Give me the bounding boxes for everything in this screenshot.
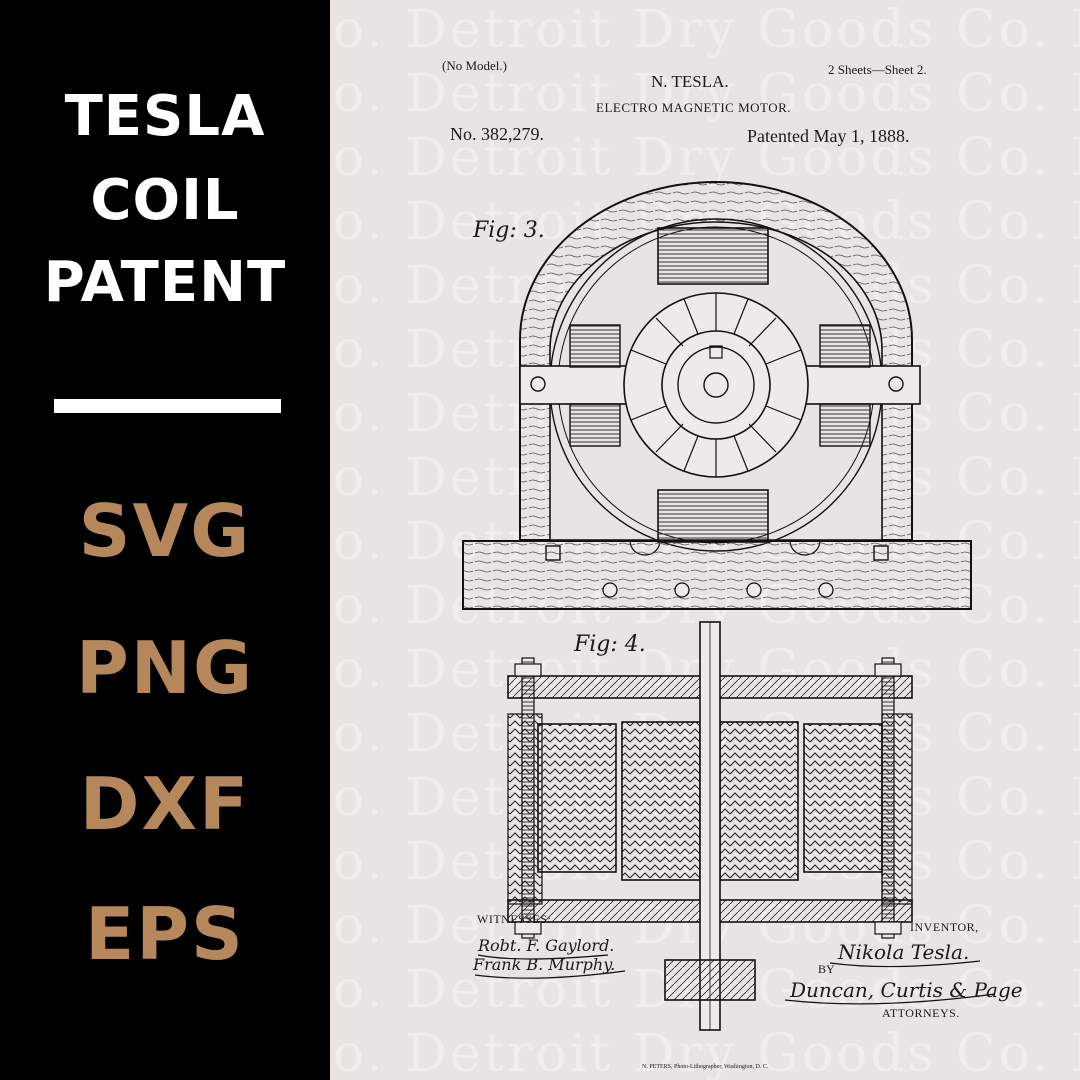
signature-flourishes (474, 954, 996, 1005)
fig4-motor-section (507, 621, 913, 1031)
patent-date: Patented May 1, 1888. (747, 126, 910, 146)
inventor-label: INVENTOR, (910, 920, 979, 934)
fig3-motor-drawing (462, 181, 972, 610)
witnesses-label: WITNESSES: (477, 912, 552, 926)
patent-sheet: Co. Detroit Dry Goods Co. Detroit Dry Go… (330, 0, 1080, 1080)
watermark-line: Co. Detroit Dry Goods Co. Detroit Dry Go… (330, 0, 1080, 60)
printer-credit: N. PETERS, Photo-Lithographer, Washingto… (642, 1064, 769, 1070)
attorneys-signature: Duncan, Curtis & Page (790, 978, 1023, 1002)
format-png: PNG (75, 626, 255, 710)
title-line-tesla: TESLA (64, 84, 266, 149)
inventor-signature: Nikola Tesla. (838, 940, 970, 964)
patent-subject: ELECTRO MAGNETIC MOTOR. (596, 100, 792, 115)
watermark-line: Co. Detroit Dry Goods Co. Detroit Dry Go… (330, 1024, 1080, 1080)
witness-signature-1: Robt. F. Gaylord. (478, 936, 615, 955)
title-line-patent: PATENT (43, 250, 287, 315)
format-dxf: DXF (79, 762, 251, 846)
fig3-label: Fig: 3. (473, 218, 545, 243)
by-label: BY (818, 962, 835, 976)
watermark-line: Co. Detroit Dry Goods Co. Detroit Dry Go… (330, 128, 1080, 188)
fig4-label: Fig: 4. (574, 632, 646, 657)
sheet-count: 2 Sheets—Sheet 2. (828, 62, 927, 77)
patent-number: No. 382,279. (450, 124, 544, 144)
format-eps: EPS (85, 892, 245, 976)
watermark-line: Co. Detroit Dry Goods Co. Detroit Dry Go… (330, 64, 1080, 124)
patent-inventor-header: N. TESLA. (651, 72, 729, 91)
title-line-coil: COIL (90, 168, 240, 233)
witness-signature-2: Frank B. Murphy. (473, 955, 616, 974)
promo-panel: TESLA COIL PATENT SVG PNG DXF EPS (0, 0, 330, 1080)
attorneys-label: ATTORNEYS. (882, 1006, 960, 1020)
format-svg: SVG (78, 489, 252, 573)
patent-drawing (462, 181, 996, 1031)
no-model-note: (No Model.) (442, 58, 507, 73)
divider-bar (54, 399, 281, 413)
